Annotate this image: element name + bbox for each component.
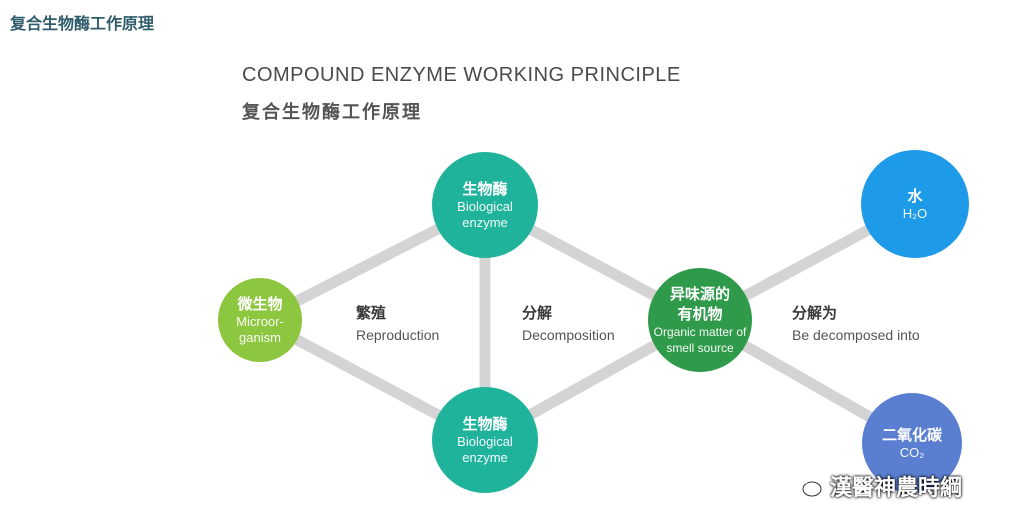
edge-label-reproduction-zh: 繁殖 <box>356 304 387 322</box>
node-microorganism-en-1: Microor- <box>236 314 284 329</box>
node-co2-zh: 二氧化碳 <box>881 426 942 444</box>
node-water: 水 H₂O <box>861 150 969 258</box>
node-water-en: H₂O <box>902 206 928 221</box>
node-enzyme-bottom-en-1: Biological <box>457 434 513 449</box>
node-enzyme-top-zh: 生物酶 <box>462 180 508 198</box>
node-co2-en: CO₂ <box>899 445 925 460</box>
wechat-icon <box>791 474 822 497</box>
edge-label-decomposition-zh: 分解 <box>522 304 553 322</box>
node-enzyme-bottom-en-2: enzyme <box>462 450 508 465</box>
node-organic-en-1: Organic matter of <box>653 325 747 339</box>
node-water-zh: 水 <box>907 187 923 205</box>
node-organic-matter: 异味源的 有机物 Organic matter of smell source <box>648 268 752 372</box>
edge-label-decomposed-into: 分解为 Be decomposed into <box>792 302 920 346</box>
node-enzyme-top-en-2: enzyme <box>462 215 508 230</box>
node-microorganism-en-2: ganism <box>239 330 281 345</box>
edge-label-decomposed-into-zh: 分解为 <box>792 304 838 322</box>
diagram-title-en: COMPOUND ENZYME WORKING PRINCIPLE <box>242 64 681 86</box>
node-enzyme-top: 生物酶 Biological enzyme <box>432 152 538 258</box>
node-enzyme-bottom-zh: 生物酶 <box>462 415 508 433</box>
node-organic-en-2: smell source <box>666 341 734 355</box>
node-organic-zh-2: 有机物 <box>677 305 723 323</box>
watermark-text: 漢醫神農時綱 <box>830 476 963 501</box>
node-enzyme-bottom: 生物酶 Biological enzyme <box>432 387 538 493</box>
node-microorganism-zh: 微生物 <box>237 295 283 313</box>
edge-label-decomposition-en: Decomposition <box>522 327 615 343</box>
edge-label-reproduction: 繁殖 Reproduction <box>356 302 439 346</box>
node-co2: 二氧化碳 CO₂ <box>862 393 962 493</box>
edge-label-decomposition: 分解 Decomposition <box>522 302 615 346</box>
node-microorganism: 微生物 Microor- ganism <box>218 278 302 362</box>
edge-label-decomposed-into-en: Be decomposed into <box>792 327 920 343</box>
diagram-title-zh: 复合生物酶工作原理 <box>242 102 422 123</box>
edge-label-reproduction-en: Reproduction <box>356 327 440 343</box>
node-organic-zh-1: 异味源的 <box>669 285 730 303</box>
node-enzyme-top-en-1: Biological <box>457 199 513 214</box>
page-header-title: 复合生物酶工作原理 <box>10 14 155 33</box>
watermark: 漢醫神農時綱 <box>790 470 962 502</box>
